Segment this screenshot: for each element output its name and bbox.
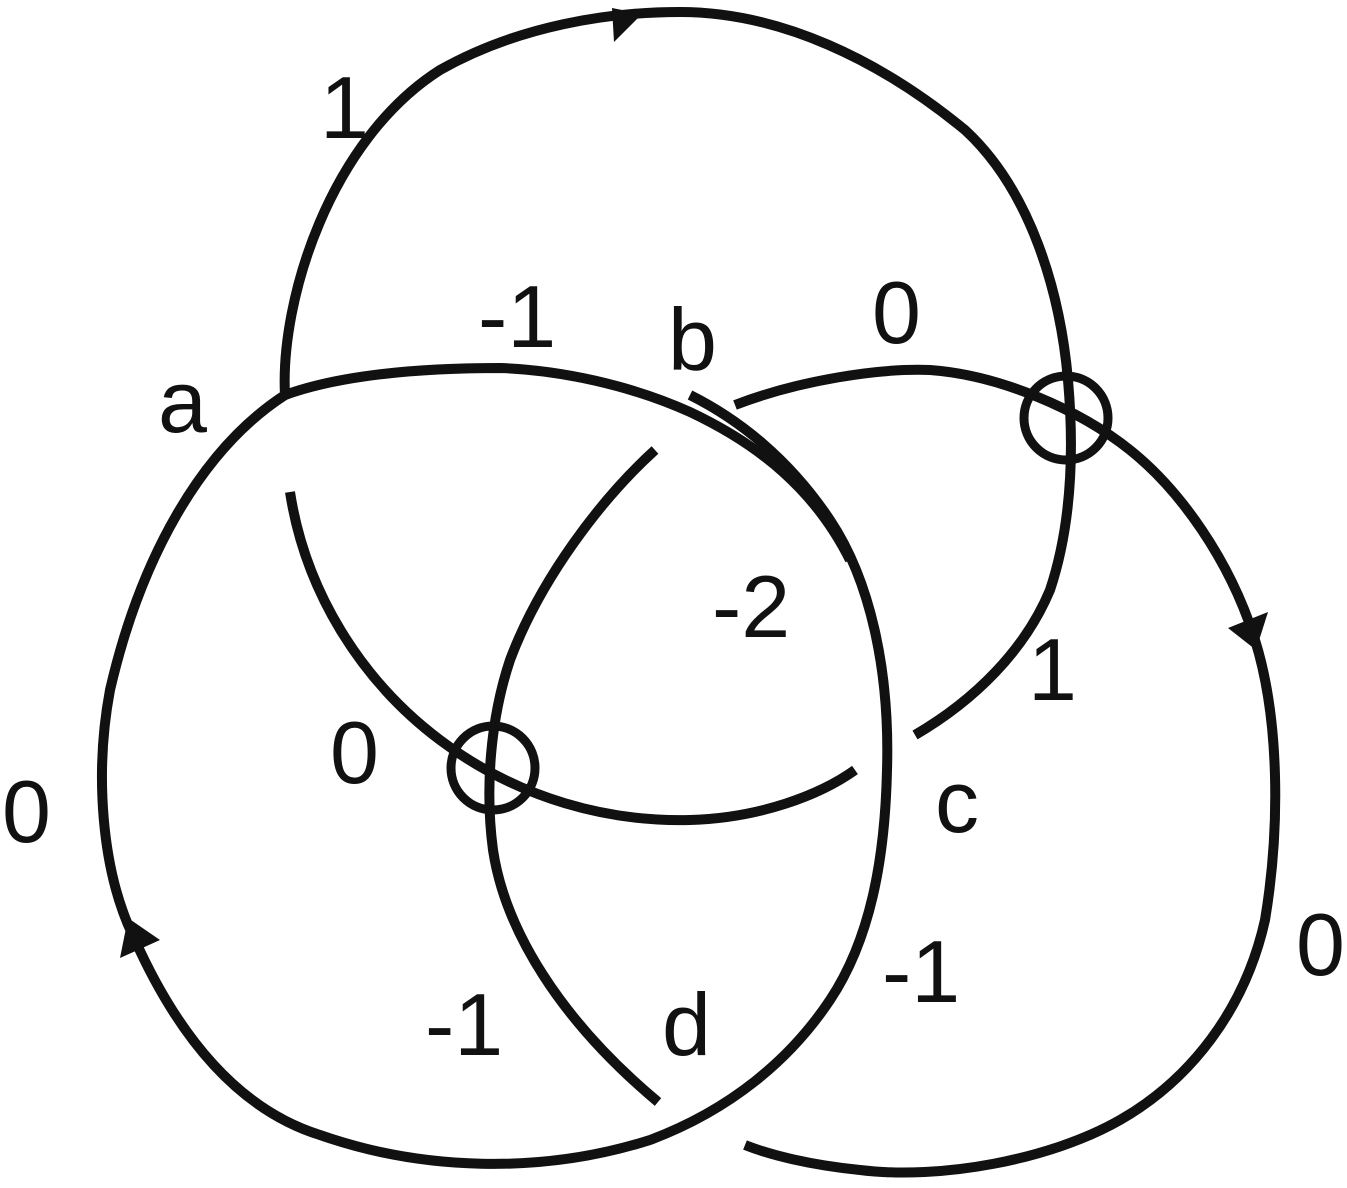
region-value-right-lobe: -1: [882, 922, 960, 1021]
region-value-right-inner: 1: [1028, 620, 1077, 719]
strand-a-to-c-lower: [285, 491, 858, 826]
region-value-bottom-left: -1: [425, 975, 503, 1074]
region-value-outer-left: 0: [2, 762, 51, 861]
region-value-center: -2: [712, 557, 790, 656]
crossing-label-a: a: [158, 352, 207, 451]
region-value-upper-right: 0: [872, 263, 921, 362]
region-value-outer-right: 0: [1296, 895, 1345, 994]
strand-a-to-b: [283, 363, 855, 563]
region-value-left-inner: 0: [330, 703, 379, 802]
strand-top-arc: [279, 7, 1076, 740]
arrow-top-icon: [612, 8, 642, 42]
crossing-label-b: b: [668, 290, 717, 389]
arrow-right-icon: [1228, 612, 1268, 650]
strand-left-circle: [97, 390, 893, 1169]
arrow-left-icon: [120, 918, 160, 958]
strand-right-lobe: [733, 364, 1281, 1178]
region-value-center-top: -1: [478, 267, 556, 366]
virtual-crossing-upper: [1019, 371, 1113, 465]
strand-b-to-d: [484, 446, 662, 1106]
crossing-label-c: c: [935, 752, 979, 851]
crossing-label-d: d: [662, 975, 711, 1074]
virtual-crossing-lower: [446, 721, 540, 815]
region-value-top-arc: 1: [320, 58, 369, 157]
